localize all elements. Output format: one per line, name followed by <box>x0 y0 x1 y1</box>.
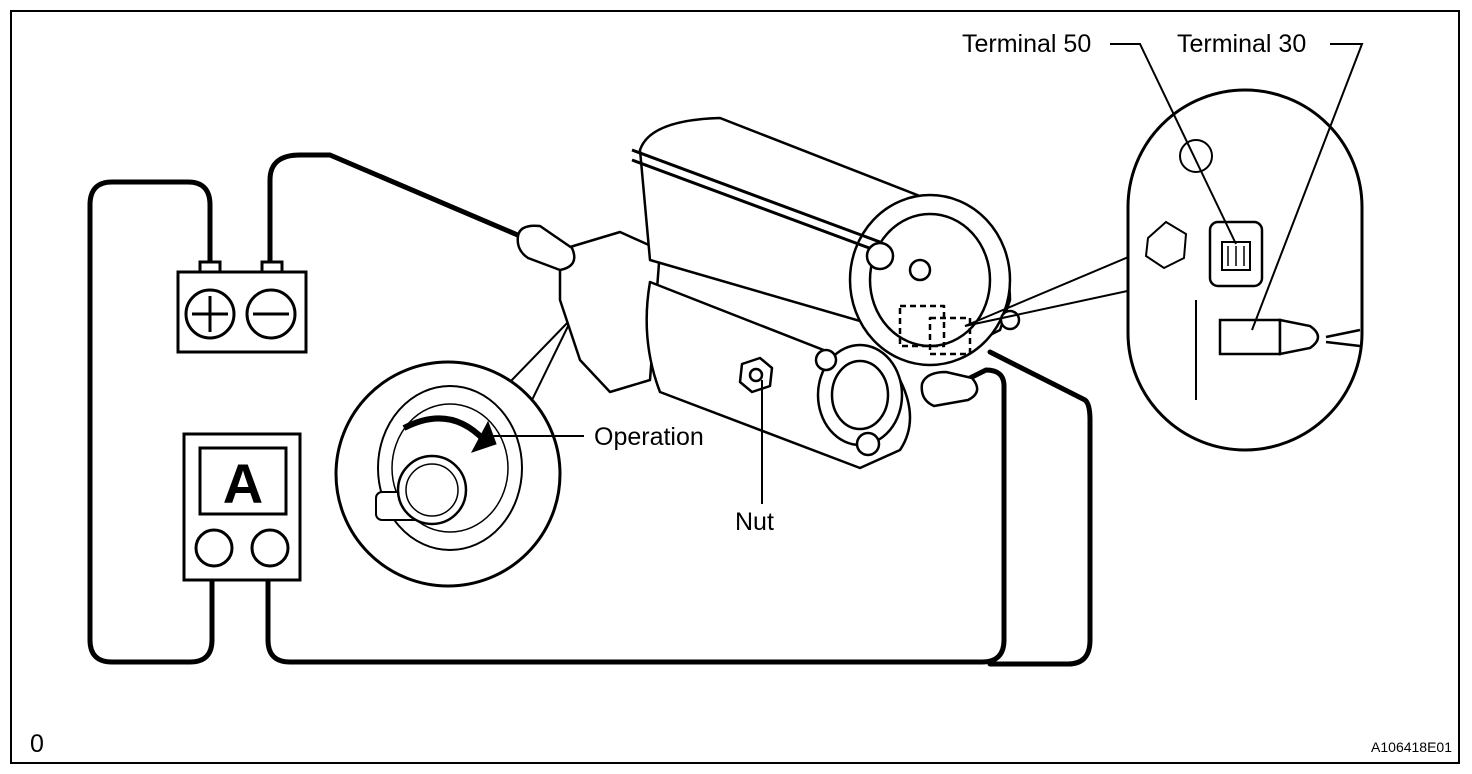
wire-ammeter-to-terminal-50 <box>265 367 1007 665</box>
nut <box>738 356 774 394</box>
ammeter-terminal-left <box>194 528 234 568</box>
label-terminal-30: Terminal 30 <box>1177 30 1306 58</box>
figure-id: A106418E01 <box>1371 739 1452 755</box>
pinion-detail <box>334 317 573 588</box>
pinion-gear <box>396 454 468 526</box>
leader-terminal-50 <box>1110 43 1237 245</box>
ammeter-symbol: A <box>223 452 263 515</box>
starter-motor <box>516 116 1021 470</box>
footer-left-code: 0 <box>30 730 44 758</box>
wires <box>87 152 1093 667</box>
leader-terminal-30 <box>1251 43 1364 331</box>
leader-lines <box>482 43 1364 504</box>
label-terminal-50: Terminal 50 <box>962 30 1091 58</box>
wire-battery-positive-to-ammeter <box>87 179 215 665</box>
battery-post-positive <box>198 260 222 274</box>
wire-ammeter-to-terminal-30 <box>987 349 1093 667</box>
wire-battery-negative-to-starter <box>267 152 523 267</box>
battery-post-negative <box>260 260 284 274</box>
label-operation: Operation <box>594 423 704 451</box>
ammeter-display <box>198 446 288 516</box>
curved-arrow-icon <box>402 415 487 443</box>
label-nut: Nut <box>735 508 774 536</box>
terminal-50-hidden <box>898 304 946 348</box>
cable-clamp-terminal-50 <box>920 370 979 408</box>
ammeter-terminal-right <box>250 528 290 568</box>
terminal-30-stud <box>1218 318 1282 356</box>
terminal-detail <box>1126 88 1364 452</box>
ammeter <box>182 432 302 582</box>
zoom-pointer <box>964 249 1146 327</box>
battery <box>176 260 308 354</box>
cable-clamp-negative <box>516 224 576 272</box>
drive-housing <box>558 230 662 394</box>
